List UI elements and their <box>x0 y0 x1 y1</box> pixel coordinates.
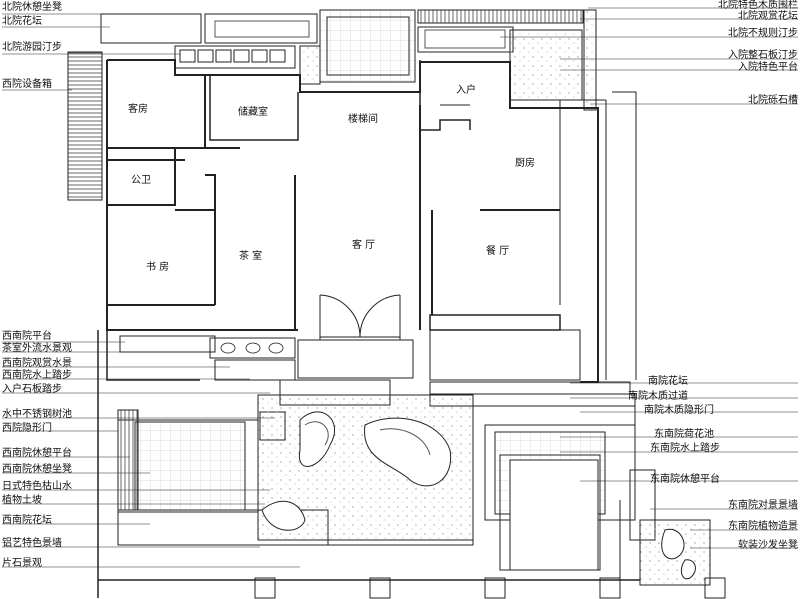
label-left: 水中不锈钢树池 <box>2 409 72 420</box>
room-stair: 楼梯间 <box>348 114 378 125</box>
label-right: 东南院对景景墙 <box>728 500 798 511</box>
label-left: 北院游园汀步 <box>2 42 62 53</box>
south-wood-walkway <box>429 381 631 395</box>
west-equipment-box <box>67 51 103 201</box>
north-platform <box>319 9 416 83</box>
label-left: 片石景观 <box>2 558 42 569</box>
room-entry: 入户 <box>456 85 476 96</box>
label-left: 西南院平台 <box>2 331 52 342</box>
room-tea: 茶 室 <box>239 251 263 262</box>
label-right: 南院花坛 <box>648 376 688 387</box>
room-guest: 客房 <box>128 104 148 115</box>
label-right: 东南院水上踏步 <box>650 443 720 454</box>
room-study: 书 房 <box>146 262 170 273</box>
label-left: 西南院水上踏步 <box>2 370 72 381</box>
north-flowerbed <box>100 13 202 44</box>
label-left: 北院花坛 <box>2 16 42 27</box>
label-left: 西南院花坛 <box>2 515 52 526</box>
label-left: 西南院休憩平台 <box>2 448 72 459</box>
room-dining: 餐 厅 <box>486 246 510 257</box>
room-living: 客 厅 <box>352 240 376 251</box>
label-left: 西南院休憩坐凳 <box>2 464 72 475</box>
label-right: 东南院荷花池 <box>654 429 714 440</box>
label-right: 北院观赏花坛 <box>738 11 798 22</box>
label-left: 西南院观赏水景 <box>2 358 72 369</box>
label-right: 北院砾石槽 <box>748 95 798 106</box>
label-left: 茶室外流水景观 <box>2 343 72 354</box>
east-platform <box>509 459 599 571</box>
room-kitchen: 厨房 <box>515 158 535 169</box>
north-wood-fence <box>417 9 584 24</box>
label-left: 西院隐形门 <box>2 423 52 434</box>
room-bath: 公卫 <box>131 175 151 186</box>
south-flowerbed <box>429 329 581 381</box>
north-bench <box>204 13 318 44</box>
label-left: 日式特色枯山水 <box>2 481 72 492</box>
gravel-trench <box>583 9 597 111</box>
room-storage: 储藏室 <box>238 107 268 118</box>
tea-stream-rocks <box>220 342 284 354</box>
label-right: 入院整石板汀步 <box>728 50 798 61</box>
label-left: 西院设备箱 <box>2 79 52 90</box>
label-right: 东南院植物造景 <box>728 521 798 532</box>
label-left: 铝艺特色景墙 <box>2 538 62 549</box>
label-left: 植物土坡 <box>2 495 42 506</box>
tea-stream <box>209 337 296 359</box>
label-left: 入户石板踏步 <box>2 384 62 395</box>
north-stepping-stones <box>174 45 296 69</box>
label-right: 南院木质隐形门 <box>644 405 714 416</box>
label-right: 东南院休憩平台 <box>650 474 720 485</box>
label-right: 软装沙发坐凳 <box>738 540 798 551</box>
label-right: 入院特色平台 <box>738 62 798 73</box>
label-right: 北院不规则汀步 <box>728 28 798 39</box>
entry-platform <box>509 29 583 101</box>
label-right: 南院木质过道 <box>628 391 688 402</box>
label-right: 北院特色木质围栏 <box>718 0 798 11</box>
label-left: 北院休憩坐凳 <box>2 2 62 13</box>
